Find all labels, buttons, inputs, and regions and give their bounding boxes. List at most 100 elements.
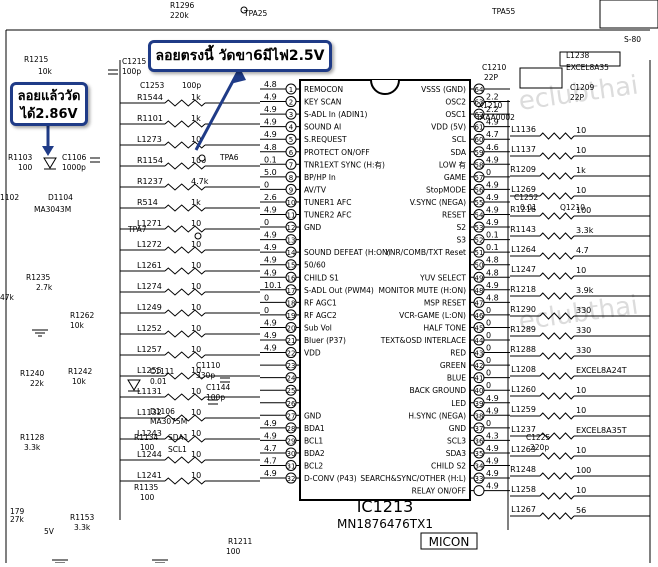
ic-pin-name: SCL [452,135,467,144]
pin-voltage: 4.7 [264,457,277,466]
callout-top-arrowhead [230,68,246,84]
ic-pin-name: BCL1 [304,436,323,445]
resistor-symbol [539,272,575,280]
part-value: 10 [576,126,586,135]
part-value: 10 [191,219,201,228]
part-ref: L1132 [137,408,162,417]
part-ref: L1241 [137,471,162,480]
test-point [240,6,248,14]
part-value: 1k [191,198,201,207]
resistor-symbol [164,120,206,128]
ic-pin-name: AV/TV [304,185,327,194]
ic-pin-number: 17 [287,287,296,295]
component-label: D1104 [48,193,73,202]
pin-voltage: 0.1 [486,231,499,240]
resistor-symbol [164,204,206,212]
part-value: 4.7 [576,246,589,255]
component-label: 100 [140,443,155,452]
component-label: 100p [206,393,225,402]
part-ref: L1137 [511,145,536,154]
pin-voltage: 4.9 [486,482,499,491]
ic-pin-number: 8 [289,174,293,182]
ic-pin-number: 10 [287,199,296,207]
component-label: MA3043M [34,205,71,214]
part-ref: L1136 [511,125,536,134]
part-ref: R1248 [510,465,536,474]
component-label: R1296 [170,1,195,10]
component-label: S-80 [624,35,641,44]
resistor-symbol [164,288,206,296]
part-ref: L1249 [137,303,162,312]
pin-voltage: 4.8 [264,80,277,89]
ic-pin-name: GREEN [440,361,466,370]
pin-voltage: 4.9 [486,394,499,403]
ic-pin-number: 59 [475,149,484,157]
resistor-symbol [164,435,206,443]
ic-pin-number: 36 [475,437,484,445]
part-ref: L1131 [137,387,162,396]
resistor-symbol [539,352,575,360]
pin-voltage: 0 [264,218,269,227]
ic-pin-name: TUNER2 AFC [303,211,351,220]
component-label: C1253 [140,81,165,90]
pin-voltage: 0 [486,306,491,315]
part-ref: L1244 [137,450,162,459]
pin-voltage: 4.9 [486,218,499,227]
ic-pin-number: 53 [475,224,484,232]
ic-pin-number: 35 [475,450,484,458]
pin-voltage: 4.9 [264,118,277,127]
ic-pin-name: CHILD S1 [304,273,339,282]
ic-pin-number: 1 [289,86,293,94]
pin-voltage: 4.9 [486,180,499,189]
ic-pin-number: 56 [475,186,484,194]
ic-pin-name: CHILD S2 [431,462,466,471]
part-value: 100 [191,156,206,165]
diode-symbol [43,157,57,169]
ic-pin-number: 3 [289,111,293,119]
ic-designator: IC1213 [357,497,414,516]
part-ref: R1289 [510,325,536,334]
ic-pin-number: 43 [475,350,484,358]
part-value: 3.3k [576,226,594,235]
ic-pin-number: 4 [289,124,294,132]
component-label: R1153 [70,513,95,522]
component-label: TPA25 [243,9,268,18]
part-value: 330 [576,346,591,355]
pin-voltage: 4.9 [486,469,499,478]
pin-voltage: 0.1 [486,243,499,252]
part-value: EXCEL8A24T [576,366,627,375]
ic-pin-number: 31 [287,463,296,471]
ic-pin-number: 11 [287,212,296,220]
ic-pin-number: 20 [287,324,296,332]
part-ref: R1143 [510,225,536,234]
part-value: 10 [191,450,201,459]
resistor-symbol [539,212,575,220]
part-ref: L1247 [511,265,536,274]
ic-pin-name: Bluer (P37) [304,336,346,345]
ic-pin-number: 37 [475,425,484,433]
ic-pin-number: 22 [287,350,296,358]
resistor-symbol [164,477,206,485]
ic-pin-name: RF AGC2 [304,311,337,320]
resistor-symbol [164,267,206,275]
part-value: 1k [576,166,586,175]
ic-pin-number: 30 [287,450,296,458]
ic-pin-name: BDA1 [304,424,325,433]
resistor-symbol [539,292,575,300]
pin-voltage: 4.7 [486,130,499,139]
ic-pin-name: RELAY ON/OFF [412,487,466,496]
pin-voltage: 0 [264,180,269,189]
ic-pin-name: TEXT&OSD INTERLACE [380,336,467,345]
resistor-symbol [164,162,206,170]
ic-pin-name: RED [450,349,466,358]
callout-top-note: ลอยตรงนี้ วัดขา6มีไฟ2.5V [148,40,332,72]
pin-voltage: 0.1 [264,155,277,164]
ic-pin-number: 28 [287,425,296,433]
pin-voltage: 2.2 [486,105,499,114]
ic-pin-number: 42 [475,362,484,370]
component-label: 10k [70,321,85,330]
part-value: 10 [576,386,586,395]
resistor-symbol [539,432,575,440]
